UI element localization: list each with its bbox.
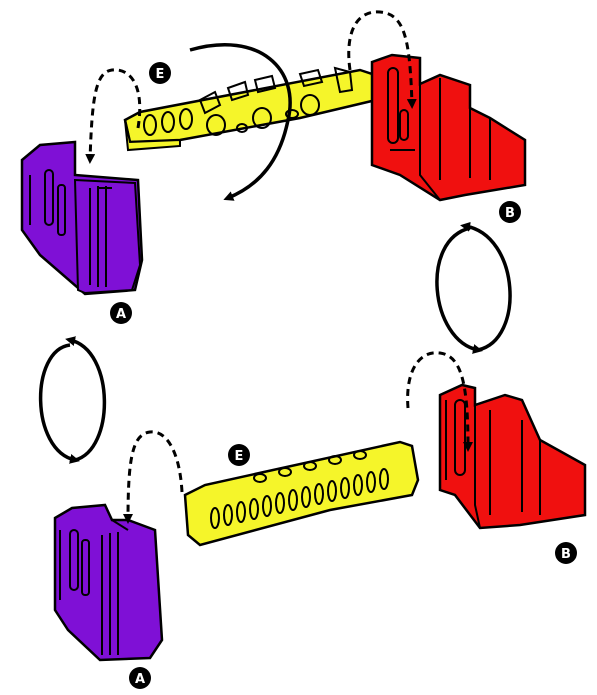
label-e-top: E xyxy=(156,67,165,82)
flip-cycle-arrow-icon-right xyxy=(435,221,512,354)
label-a-bottom-badge xyxy=(129,667,151,689)
label-e-bottom: E xyxy=(235,449,244,464)
label-e-top-badge xyxy=(149,62,171,84)
label-b-bottom-badge xyxy=(555,542,577,564)
dashed-insert-arrow-icon-3 xyxy=(406,351,473,452)
yellow-piece-bottom xyxy=(183,440,420,547)
dashed-insert-arrow-icon-2 xyxy=(347,10,417,109)
label-a-bottom: A xyxy=(135,672,145,687)
label-a-top-badge xyxy=(110,302,132,324)
dashed-insert-arrow-icon-4 xyxy=(123,430,184,524)
dashed-insert-arrow-icon xyxy=(85,68,142,164)
yellow-piece-top xyxy=(123,66,378,152)
purple-piece-top xyxy=(20,140,144,296)
rotate-arrow-icon xyxy=(189,43,292,201)
label-a-top: A xyxy=(116,307,126,322)
label-b-top-badge xyxy=(499,201,521,223)
label-b-top: B xyxy=(505,206,515,221)
flip-cycle-arrow-icon-left xyxy=(38,336,107,464)
red-piece-top xyxy=(370,53,527,202)
label-e-bottom-badge xyxy=(228,444,250,466)
label-b-bottom: B xyxy=(561,547,571,562)
red-piece-bottom xyxy=(438,383,587,530)
purple-piece-bottom xyxy=(53,503,164,662)
